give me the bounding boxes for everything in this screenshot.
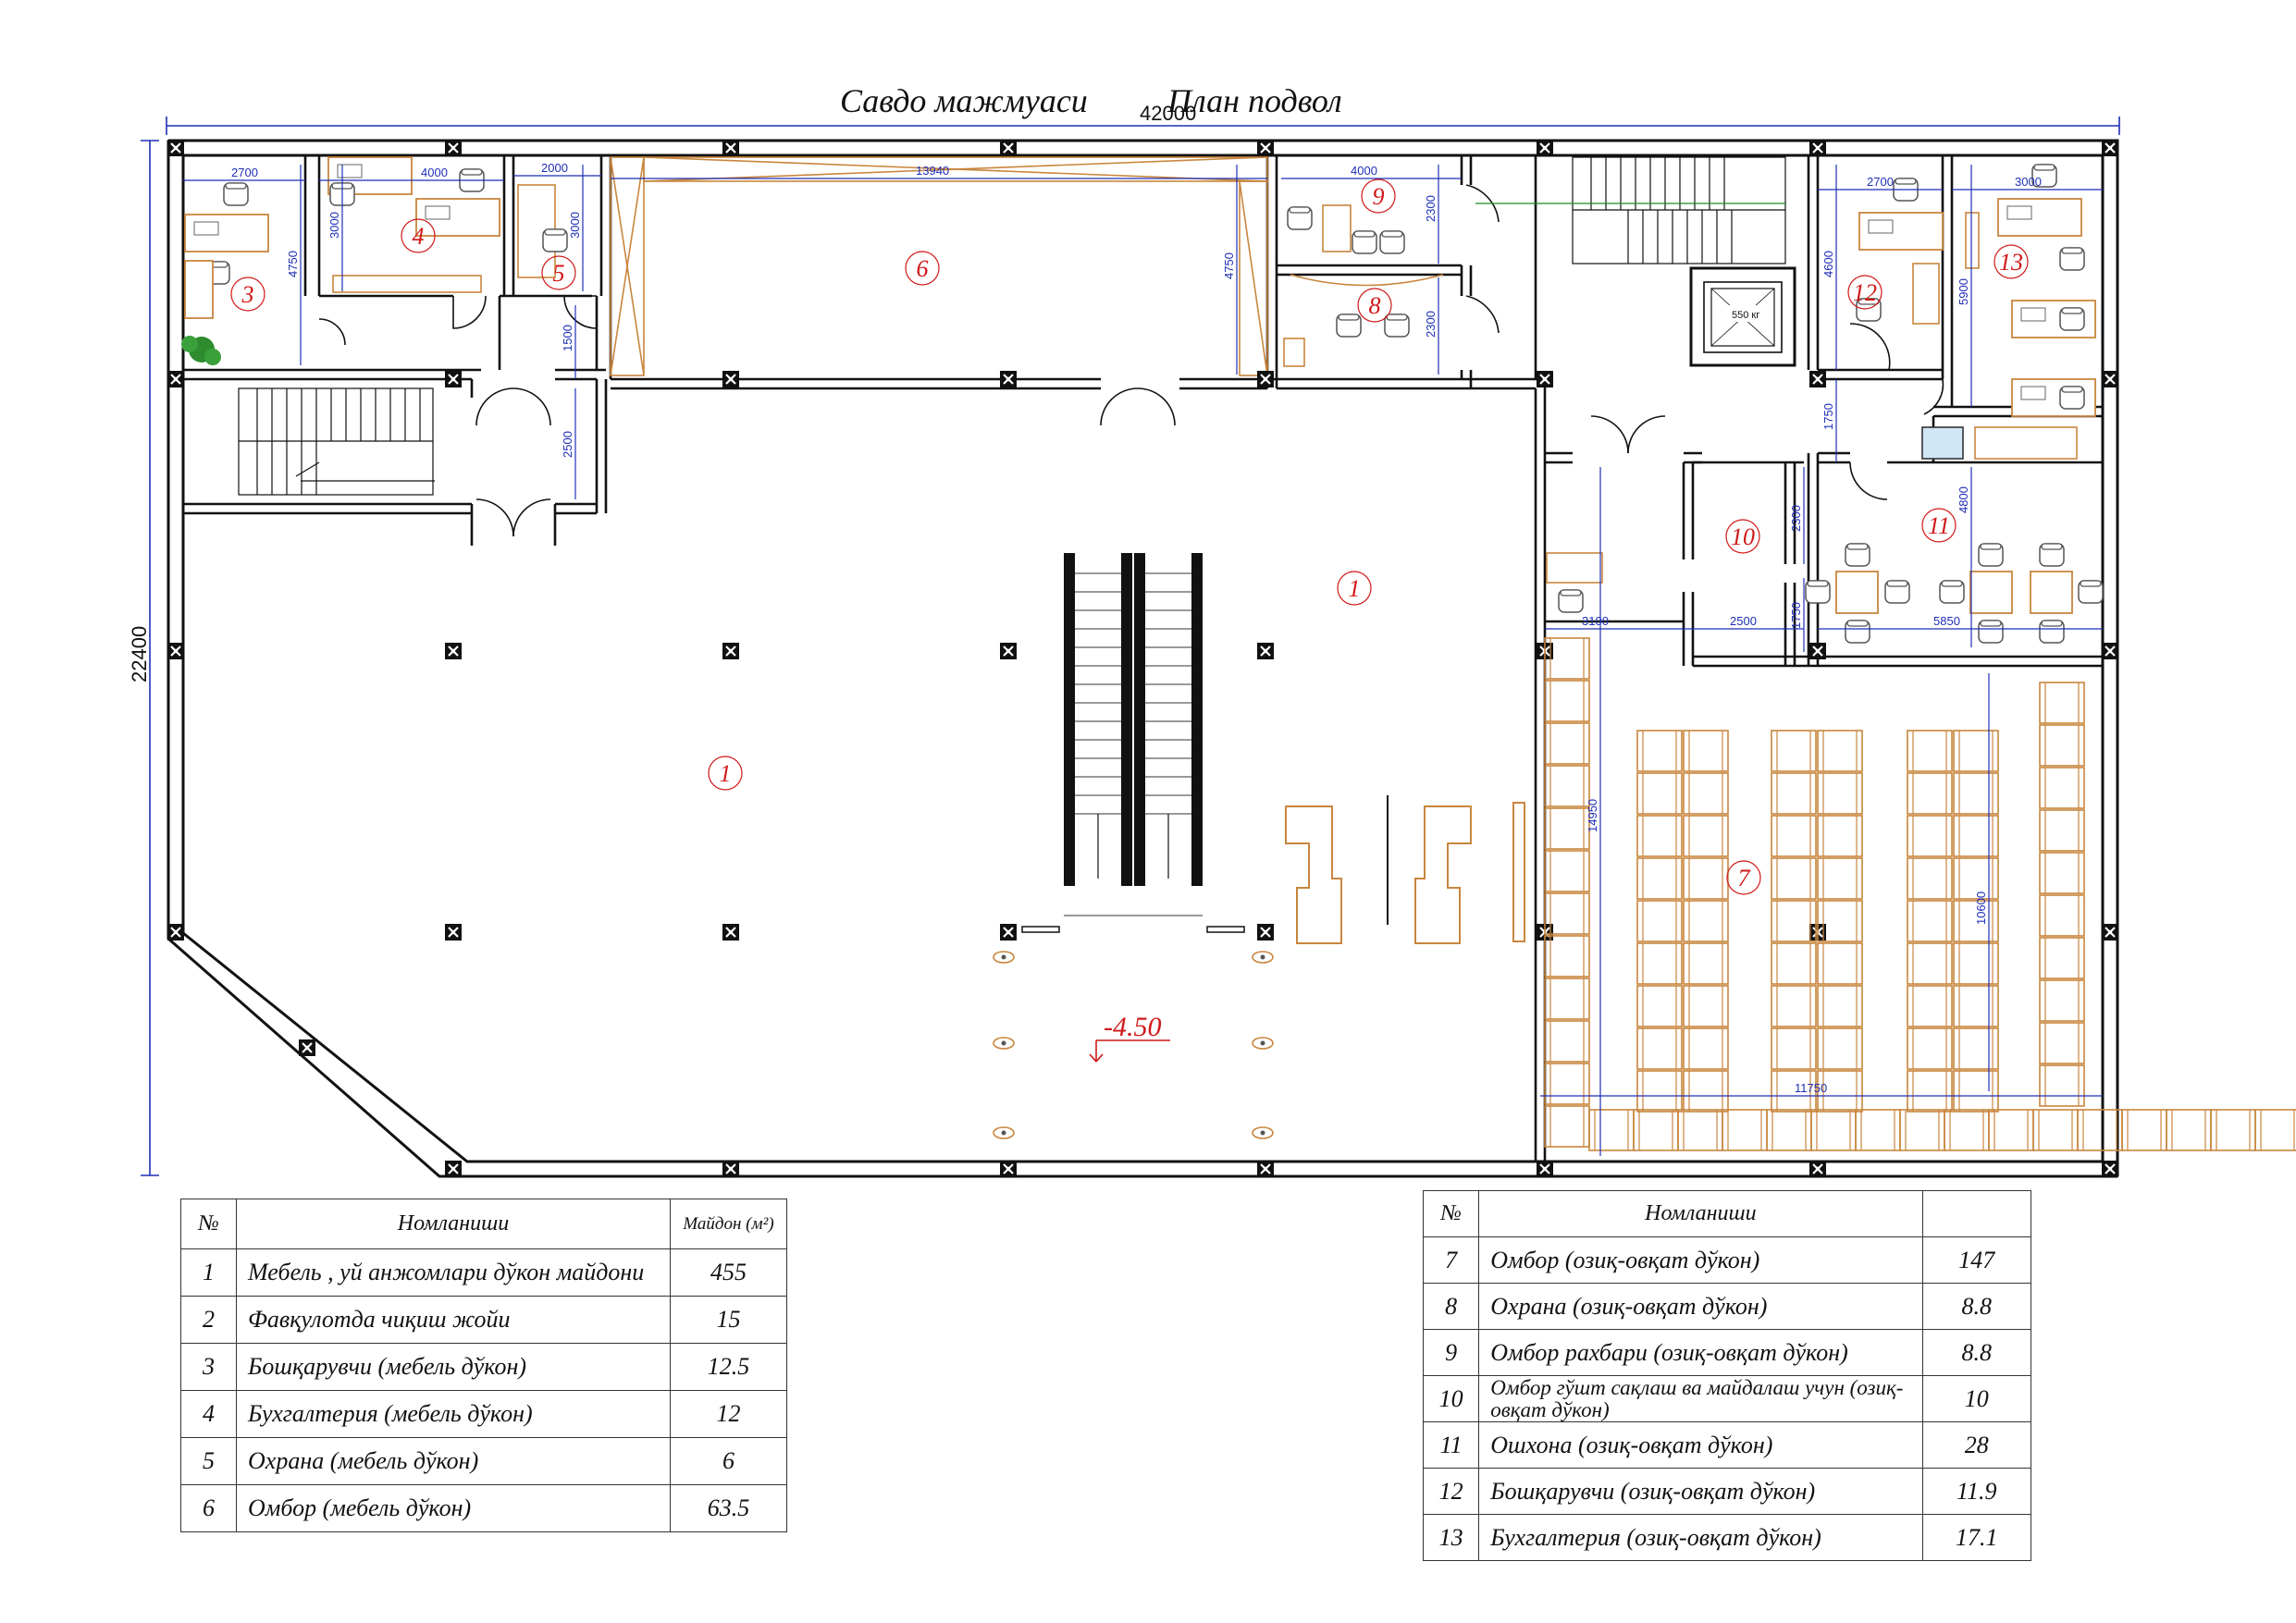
table-row: 12 Бошқарувчи (озиқ-овқат дўкон) 11.9 [1422,1468,2032,1515]
level-mark [1089,1039,1170,1063]
table-row: 11 Ошхона (озиқ-овқат дўкон) 28 [1422,1421,2032,1469]
room-tag-9: 9 [1361,178,1396,214]
dim-13940: 13940 [916,164,949,178]
room-tag-13: 13 [1994,244,2029,279]
svg-text:13: 13 [1999,249,2023,276]
dim-1500: 1500 [561,325,574,351]
table-row: 5 Охрана (мебель дўкон) 6 [179,1437,788,1485]
table-row: 3 Бошқарувчи (мебель дўкон) 12.5 [179,1343,788,1391]
storage-racks-room-6 [610,156,1268,376]
dim-14950: 14950 [1586,799,1599,832]
dim-3000-b: 3000 [327,212,341,239]
floor-lamps [993,951,1274,1139]
dim-2000: 2000 [541,161,568,175]
table-row: 7 Омбор (озиқ-овқат дўкон) 147 [1422,1236,2032,1284]
svg-text:4: 4 [413,223,425,250]
svg-text:9: 9 [1373,183,1385,210]
level-mark-label: -4.50 [1104,1012,1162,1042]
table-row: 13 Бухгалтерия (озиқ-овқат дўкон) 17.1 [1422,1514,2032,1561]
table-row: 2 Фавқулотда чиқиш жойи 15 [179,1296,788,1344]
svg-text:1: 1 [720,760,732,787]
table-row: 10 Омбор гўшт сақлаш ва майдалаш учун (о… [1422,1375,2032,1422]
room-tag-6: 6 [905,251,940,286]
svg-text:11: 11 [1928,512,1950,539]
table-right-col-name: Номланиши [1478,1190,1923,1237]
table-right-col-no: № [1422,1190,1480,1237]
room-tag-10: 10 [1725,519,1760,554]
room-tag-12: 12 [1847,275,1882,310]
elevator-capacity: 550 кг [1732,310,1759,321]
interior-dimensions [183,165,2103,1156]
plan-title-right: План подвол [1167,82,1342,119]
dim-3000-c: 3000 [568,212,582,239]
dim-2500-a: 2500 [561,431,574,458]
room-tag-4: 4 [401,218,436,253]
dim-3100: 3100 [1582,614,1609,628]
doors [318,184,1944,537]
svg-text:1: 1 [1349,575,1361,602]
room-table-right: № Номланиши 7 Омбор (озиқ-овқат дўкон) 1… [1422,1190,2032,1561]
svg-text:12: 12 [1853,279,1877,306]
dim-4000-b: 4000 [1351,164,1377,178]
dim-2300-a: 2300 [1424,195,1438,222]
room-tag-1-hall: 1 [708,756,743,791]
dim-4750-a: 4750 [286,251,300,277]
table-row: 6 Омбор (мебель дўкон) 63.5 [179,1484,788,1532]
table-row: 1 Мебель , уй анжомлари дўкон майдони 45… [179,1248,788,1297]
overall-dimensions [141,117,2120,1176]
table-row: 8 Охрана (озиқ-овқат дўкон) 8.8 [1422,1283,2032,1330]
overall-height-label: 22400 [128,626,151,682]
dim-11750: 11750 [1795,1081,1827,1095]
svg-text:6: 6 [917,255,929,282]
warehouse-racks [1544,637,2296,1151]
table-left-col-name: Номланиши [236,1199,671,1249]
room-tag-8: 8 [1357,288,1392,323]
dim-10600: 10600 [1974,891,1988,925]
table-left-col-area: Майдон (м²) [669,1199,788,1249]
dim-2700-b: 2700 [1867,175,1894,189]
dim-2300-c: 2300 [1789,505,1803,532]
dim-4800: 4800 [1957,486,1970,513]
elevator [1689,266,1796,367]
room-tag-5: 5 [541,255,576,290]
table-left-col-no: № [179,1199,238,1249]
svg-text:8: 8 [1369,292,1381,319]
table-right-col-area [1921,1190,2032,1237]
dim-2700-a: 2700 [231,166,258,179]
table-row: 9 Омбор рахбари (озиқ-овқат дўкон) 8.8 [1422,1329,2032,1376]
svg-text:3: 3 [241,281,254,308]
svg-text:10: 10 [1731,523,1755,550]
dim-4600: 4600 [1821,251,1835,277]
plan-title-left: Савдо мажмуаси [840,82,1088,119]
dim-4750-b: 4750 [1222,252,1236,279]
overall-width-label: 42000 [1140,102,1196,125]
dim-4000-a: 4000 [421,166,448,179]
dim-2300-b: 2300 [1424,311,1438,338]
room-tag-7: 7 [1726,860,1761,895]
room-tag-11: 11 [1921,508,1957,543]
dim-3000-a: 3000 [2015,175,2042,189]
svg-text:7: 7 [1738,865,1751,891]
room-table-left: № Номланиши Майдон (м²) 1 Мебель , уй ан… [179,1199,788,1532]
office-furniture [181,156,2104,644]
room-tag-1-main: 1 [1337,571,1372,606]
svg-text:5: 5 [553,260,565,287]
dim-1750-a: 1750 [1821,403,1835,430]
checkout-counters [1285,795,1525,944]
staircase-right [1572,156,1786,264]
room-tag-3: 3 [230,277,265,312]
escalators [1021,553,1245,933]
dim-5850: 5850 [1933,614,1960,628]
table-row: 4 Бухгалтерия (мебель дўкон) 12 [179,1390,788,1438]
dim-1750-b: 1750 [1789,602,1803,629]
staircase-left [238,387,435,496]
dim-2500-b: 2500 [1730,614,1757,628]
dim-5900: 5900 [1957,278,1970,305]
